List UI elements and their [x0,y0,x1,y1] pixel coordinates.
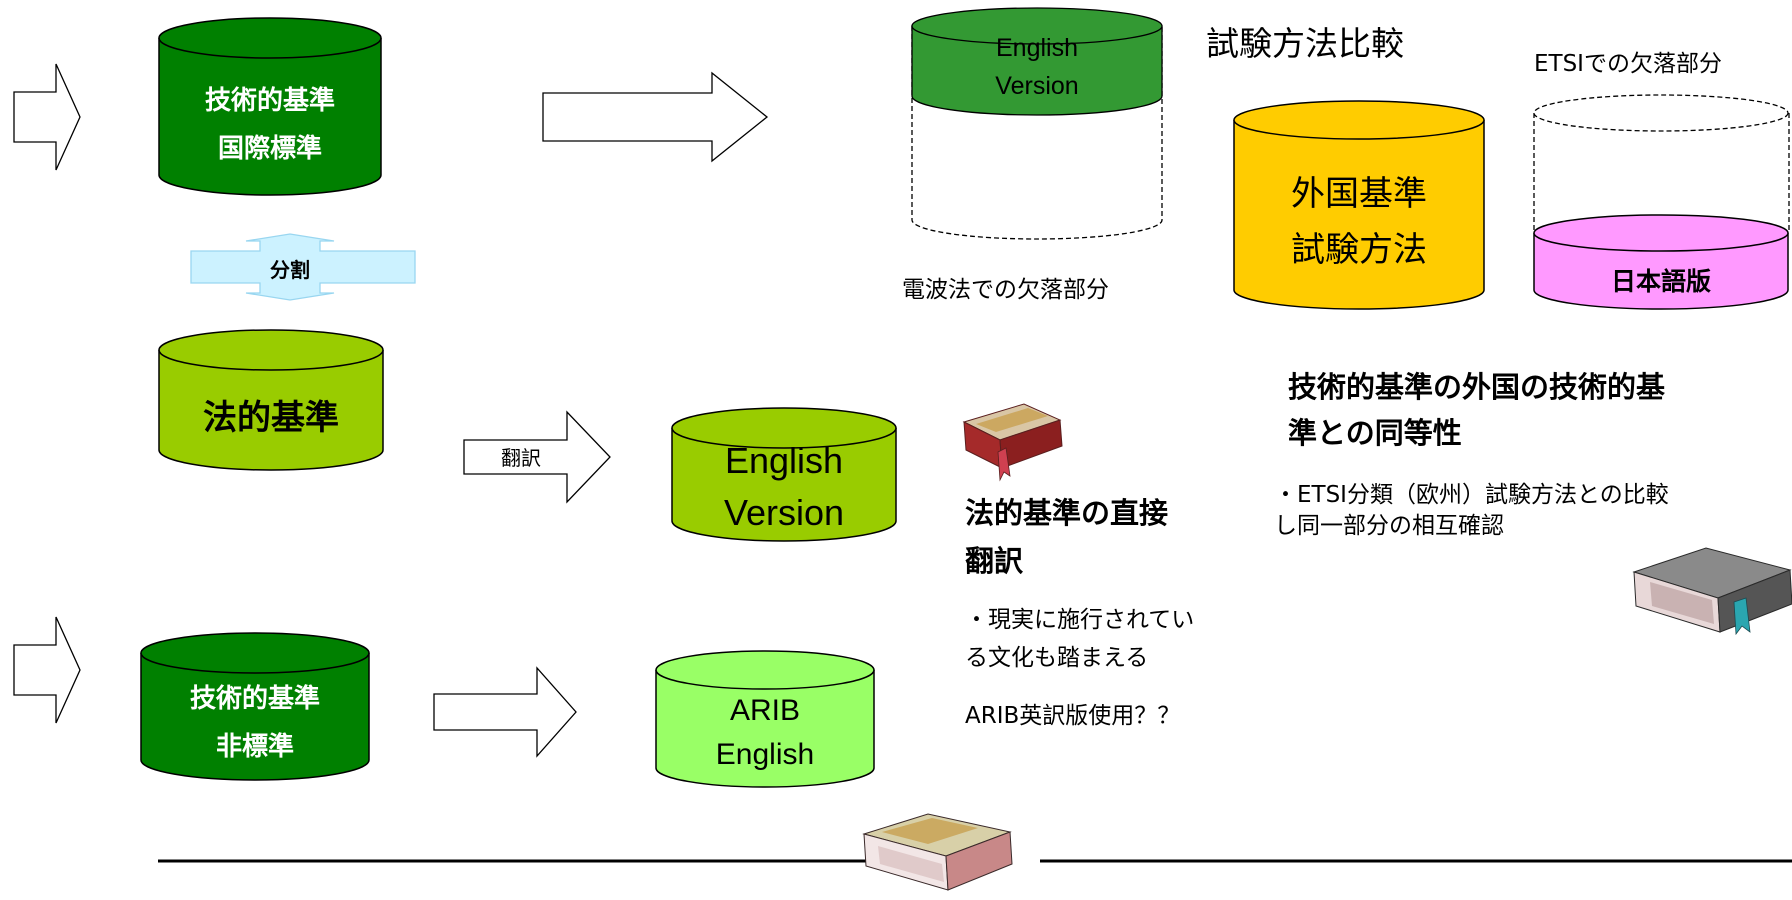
equivalence-body-1: ・ETSI分類（欧州）試験方法との比較 [1274,482,1669,508]
cylinder-foreign-standard [1233,100,1485,310]
book-icon-red [962,403,1063,482]
arrow-to-arib [433,666,577,758]
book-icon-pink [862,813,1013,891]
direct-translation-title-1: 法的基準の直接 [965,496,1169,530]
etsi-missing-label: ETSIでの欠落部分 [1534,51,1722,77]
cylinder-english-version [671,407,897,542]
left-arrow-top [13,63,81,171]
cylinder-label-tech-intl-2: 国際標準 [217,134,322,164]
direct-translation-title-2: 翻訳 [965,544,1024,578]
cylinder-label-english-1: English [724,440,844,481]
cylinder-label-japanese: 日本語版 [1610,267,1711,296]
direct-translation-body-2: る文化も踏まえる [965,645,1149,671]
equivalence-title-2: 準との同等性 [1288,416,1462,450]
split-arrow [190,233,416,301]
arib-question-label: ARIB英訳版使用？？ [965,703,1181,729]
cylinder-label-english-2: Version [723,492,845,533]
cylinder-label-top-english-2: Version [995,72,1079,100]
cylinder-label-top-english-1: English [996,34,1078,62]
cylinder-tech-standard-nonstd [140,632,370,781]
cylinder-label-tech-nonstd-1: 技術的基準 [189,684,320,714]
cylinder-label-legal: 法的基準 [203,398,339,438]
cylinder-label-arib-1: ARIB [729,694,801,727]
left-arrow-bottom [13,616,81,724]
equivalence-title-1: 技術的基準の外国の技術的基 [1288,370,1666,404]
split-label: 分割 [270,258,310,282]
direct-translation-body-1: ・現実に施行されてい [965,607,1195,633]
cylinder-tech-standard-intl [158,17,382,196]
cylinder-label-foreign-1: 外国基準 [1291,174,1427,214]
cylinder-label-tech-nonstd-2: 非標準 [215,732,294,762]
translate-label: 翻訳 [501,446,541,470]
cylinder-label-foreign-2: 試験方法 [1291,230,1427,270]
arrow-to-english-top [542,71,769,163]
cylinder-top-english-version [911,7,1163,240]
book-icon-gray [1632,547,1792,636]
equivalence-body-2: し同一部分の相互確認 [1274,513,1504,539]
cylinder-japanese-version [1533,94,1790,310]
cylinder-label-arib-2: English [715,738,815,771]
cylinder-arib-english [655,650,875,788]
cylinder-legal-standard [158,329,384,471]
translate-arrow [463,410,611,504]
radio-law-missing-label: 電波法での欠落部分 [902,277,1109,303]
cylinder-label-tech-intl-1: 技術的基準 [204,86,335,116]
test-method-comparison-title: 試験方法比較 [1206,24,1404,63]
